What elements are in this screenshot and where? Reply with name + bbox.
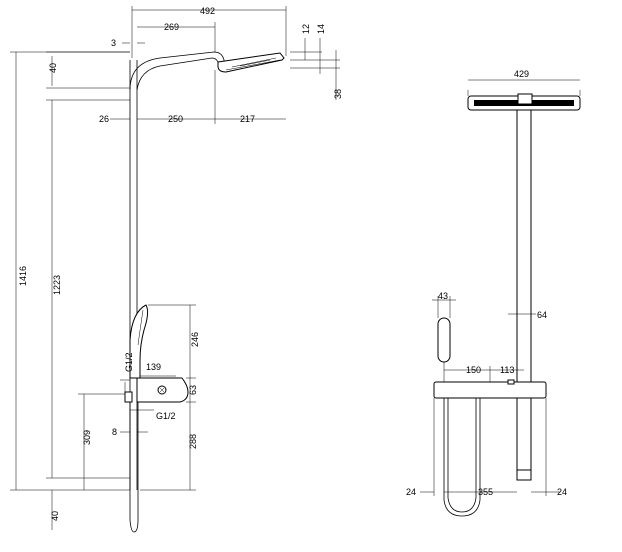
dim-43: 43 (438, 291, 448, 301)
hand-shower-spray-face (137, 309, 144, 346)
dim-26: 26 (99, 114, 109, 124)
head-joint (517, 93, 533, 105)
pipe-end (516, 469, 532, 481)
dim-355: 355 (478, 487, 493, 497)
hose-loop (443, 398, 481, 517)
dim-113: 113 (500, 365, 514, 375)
lower-pipe (516, 397, 532, 479)
dim-309: 309 (82, 430, 92, 445)
dim-250: 250 (168, 114, 183, 124)
riser-pipe (129, 60, 138, 490)
dim-right-24: 24 (557, 487, 567, 497)
riser-front (516, 109, 532, 383)
head-spray-lines (225, 57, 281, 71)
shower-hose (129, 402, 139, 533)
dim-246: 246 (190, 332, 200, 347)
dim-139: 139 (146, 362, 161, 372)
hand-shower-front (437, 317, 451, 363)
dim-492: 492 (200, 6, 215, 16)
dim-1416: 1416 (18, 266, 28, 286)
dim-217: 217 (240, 114, 255, 124)
overhead-shower-head (217, 52, 285, 73)
dim-63: 63 (188, 385, 198, 395)
thermostat-button (507, 379, 515, 385)
thread-upper: G1/2 (124, 352, 134, 372)
dim-8: 8 (112, 427, 117, 437)
dim-left-24: 24 (406, 487, 416, 497)
dim-14: 14 (316, 24, 326, 34)
dim-269: 269 (164, 22, 179, 32)
dim-1223: 1223 (52, 275, 62, 295)
thread-lower: G1/2 (156, 411, 176, 421)
dim-429: 429 (514, 69, 529, 79)
knob-mark (159, 387, 165, 393)
dim-150: 150 (466, 365, 481, 375)
shower-arm (129, 51, 225, 91)
dim-3: 3 (111, 38, 116, 48)
side-view: 492 269 3 12 14 38 40 26 250 217 (10, 6, 343, 533)
dim-64: 64 (537, 310, 547, 320)
dim-top-40: 40 (48, 63, 58, 73)
dim-288: 288 (188, 434, 198, 449)
inlet-connection (124, 391, 133, 403)
front-view: 429 43 64 150 113 24 355 24 (406, 69, 581, 517)
thermostat-front (433, 381, 547, 399)
dim-12: 12 (301, 24, 311, 34)
dim-bottom-40: 40 (50, 511, 60, 521)
dim-38: 38 (333, 89, 343, 99)
hand-shower (129, 304, 149, 379)
